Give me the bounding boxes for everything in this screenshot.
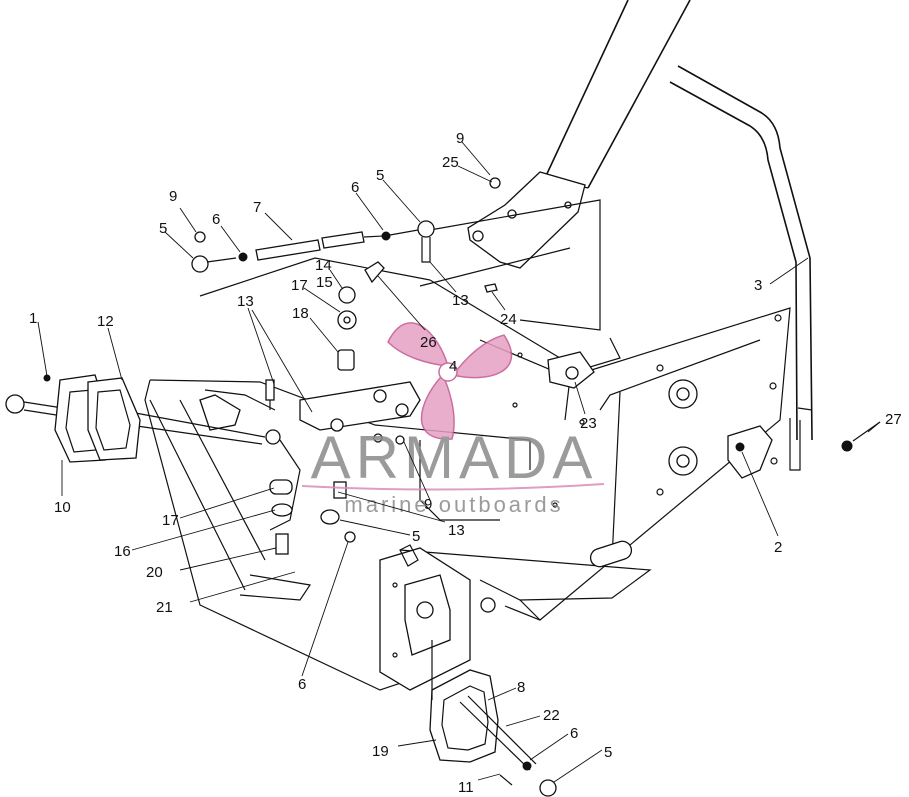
part-label-16: 16 (114, 543, 131, 560)
part-label-9: 9 (456, 130, 464, 147)
part-label-2: 2 (774, 539, 782, 556)
part-label-12: 12 (97, 313, 114, 330)
part-label-17: 17 (291, 277, 308, 294)
part-label-9: 9 (424, 496, 432, 513)
part-label-21: 21 (156, 599, 173, 616)
part-label-19: 19 (372, 743, 389, 760)
propeller-blade (451, 334, 513, 379)
part-label-24: 24 (500, 311, 517, 328)
propeller-logo (387, 322, 513, 440)
linkage-rod-assembly (191, 220, 435, 273)
propeller-hub (438, 362, 458, 382)
part-label-26: 26 (420, 334, 437, 351)
lower-bracket (379, 544, 496, 691)
part-label-10: 10 (54, 499, 71, 516)
propeller-blade (387, 322, 450, 367)
hardware-parts (129, 177, 881, 555)
part-label-8: 8 (517, 679, 525, 696)
control-handle (467, 0, 691, 269)
part-label-14: 14 (315, 257, 332, 274)
part-label-5: 5 (604, 744, 612, 761)
lower-knob-assembly (429, 640, 557, 797)
cradle-frame (199, 199, 791, 621)
cowling-rail (669, 65, 813, 471)
part-label-5: 5 (412, 528, 420, 545)
watermark-swoosh (301, 483, 605, 491)
part-label-9: 9 (169, 188, 177, 205)
part-label-20: 20 (146, 564, 163, 581)
leader-lines (37, 141, 881, 783)
part-label-13: 13 (452, 292, 469, 309)
watermark-title: ARMADA (311, 424, 598, 491)
part-label-5: 5 (376, 167, 384, 184)
part-label-15: 15 (316, 274, 333, 291)
part-label-25: 25 (442, 154, 459, 171)
part-label-18: 18 (292, 305, 309, 322)
part-label-11: 11 (458, 779, 474, 796)
armada-watermark: ARMADA marine outboards (301, 322, 605, 517)
left-knob-assembly (5, 374, 141, 463)
part-label-6: 6 (570, 725, 578, 742)
part-label-5: 5 (159, 220, 167, 237)
part-label-4: 4 (449, 358, 457, 375)
part-label-17: 17 (162, 512, 179, 529)
part-labels: 1 2 3 4 5 5 5 5 6 6 6 6 7 8 9 9 9 10 11 … (29, 130, 902, 796)
part-label-6: 6 (351, 179, 359, 196)
propeller-blade (420, 373, 455, 440)
part-label-6: 6 (212, 211, 220, 228)
part-label-6: 6 (298, 676, 306, 693)
part-label-13: 13 (237, 293, 254, 310)
part-label-27: 27 (885, 411, 902, 428)
part-label-22: 22 (543, 707, 560, 724)
part-label-13: 13 (448, 522, 465, 539)
part-label-23: 23 (580, 415, 597, 432)
part-label-1: 1 (29, 310, 37, 327)
part-label-7: 7 (253, 199, 261, 216)
watermark-subtitle: marine outboards (344, 492, 563, 517)
part-label-3: 3 (754, 277, 762, 294)
